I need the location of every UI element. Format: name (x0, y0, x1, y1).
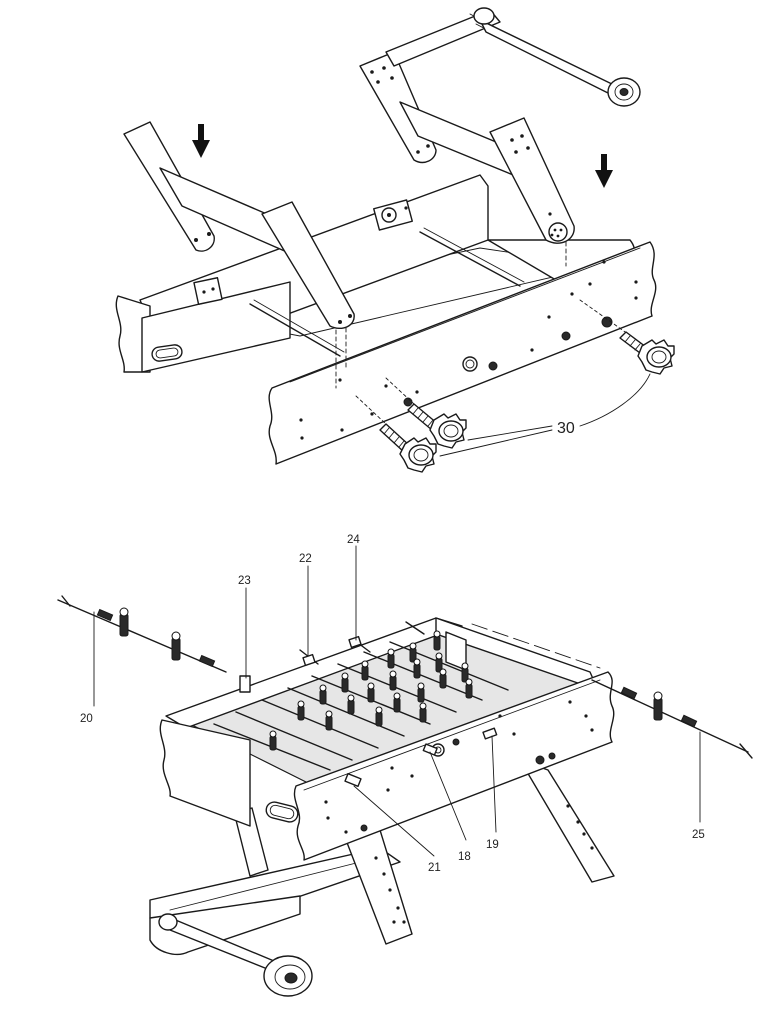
callout-label-25: 25 (692, 829, 705, 841)
bracket-left (193, 277, 223, 305)
loose-rod-right (591, 679, 753, 759)
bottom-figure: 24 22 23 20 25 21 18 19 (57, 534, 753, 997)
callout-label-23: 23 (238, 575, 251, 587)
hand-slot-left (151, 344, 183, 362)
down-arrow-right-icon (595, 154, 613, 188)
player-figures (269, 630, 473, 751)
callout-label-20: 20 (80, 713, 93, 725)
callout-30: 30 (439, 373, 651, 457)
foosball-table-body (159, 617, 615, 861)
hand-slot-bottom (265, 801, 299, 823)
rod-bearing (462, 356, 478, 372)
top-figure: 30 (115, 7, 675, 473)
callout-label-30: 30 (557, 420, 575, 437)
callout-label-24: 24 (347, 534, 360, 546)
callout-leaders (93, 545, 701, 857)
callout-label-21: 21 (428, 862, 441, 874)
leg-pair-right (359, 7, 641, 267)
callout-label-19: 19 (486, 839, 499, 851)
pins (239, 635, 498, 788)
down-arrow-left-icon (192, 124, 210, 158)
leg-pair-left (123, 121, 355, 389)
table-base (149, 759, 615, 997)
knob-bolt-3 (579, 299, 675, 375)
loose-rod-left (57, 595, 227, 673)
knob-bolt-1 (355, 395, 437, 473)
callout-label-18: 18 (458, 851, 471, 863)
callout-label-22: 22 (299, 553, 312, 565)
knob-bolt-2 (385, 377, 467, 449)
